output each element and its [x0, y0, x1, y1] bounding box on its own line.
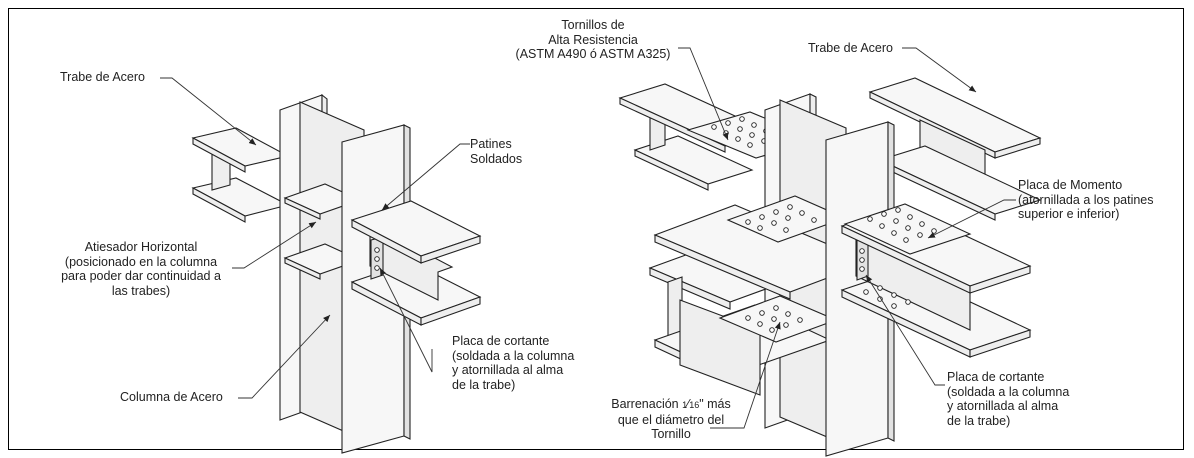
label-right-moment-line3: superior e inferior) — [1018, 207, 1120, 221]
label-right-shear: Placa de cortante (soldada a la columna … — [947, 370, 1069, 428]
label-left-stiffener: Atiesador Horizontal (posicionado en la … — [50, 240, 232, 298]
label-left-shear: Placa de cortante (soldada a la columna … — [452, 334, 574, 392]
label-left-shear-line2: (soldada a la columna — [452, 348, 575, 363]
label-left-flanges-line2: Soldados — [470, 151, 523, 166]
label-left-flanges: Patines Soldados — [470, 137, 522, 166]
label-left-shear-line4: de la trabe) — [452, 377, 516, 392]
left-assembly — [160, 77, 482, 454]
label-right-bolts-line1: Tornillos de — [561, 18, 625, 32]
drawing-frame — [8, 8, 1184, 450]
label-right-hole-line2: que el diámetro del — [617, 412, 725, 427]
label-right-hole-line3: Tornillo — [651, 427, 691, 441]
bolt-group-front-bottom — [863, 285, 911, 309]
leader-right-shear — [865, 274, 945, 386]
label-left-beam-text: Trabe de Acero — [60, 70, 146, 84]
label-left-beam: Trabe de Acero — [60, 70, 145, 85]
bolt-group-bottom — [745, 305, 803, 333]
label-left-shear-line1: Placa de cortante — [452, 334, 550, 348]
label-right-beam-text: Trabe de Acero — [808, 41, 894, 55]
label-right-beam: Trabe de Acero — [808, 41, 893, 56]
leader-right-bolts — [678, 47, 729, 141]
label-right-hole-line1: Barrenación 1⁄16" más — [611, 397, 731, 411]
leader-right-hole — [710, 321, 781, 429]
label-right-bolts-line2: Alta Resistencia — [548, 32, 638, 47]
label-left-column-text: Columna de Acero — [120, 390, 223, 404]
bolt-group-center — [745, 204, 817, 233]
leader-right-moment — [927, 199, 1016, 239]
leader-left-flanges — [381, 143, 470, 211]
leader-left-beam — [160, 77, 257, 146]
label-right-moment-line1: Placa de Momento — [1018, 178, 1123, 192]
label-right-shear-line2: (soldada a la columna — [947, 384, 1070, 399]
label-right-bolts: Tornillos de Alta Resistencia (ASTM A490… — [498, 18, 688, 62]
label-right-hole: Barrenación 1⁄16" más que el diámetro de… — [606, 397, 736, 442]
leader-left-shear — [379, 267, 433, 373]
label-left-stiffener-line1: Atiesador Horizontal — [84, 240, 198, 254]
label-left-flanges-line1: Patines — [470, 137, 512, 151]
label-left-stiffener-line2: (posicionado en la columna — [64, 254, 218, 269]
label-left-column: Columna de Acero — [120, 390, 223, 405]
label-left-stiffener-line4: las trabes) — [111, 283, 171, 298]
leader-left-column — [238, 314, 331, 399]
label-right-bolts-line3: (ASTM A490 ó ASTM A325) — [515, 47, 671, 61]
leader-right-beam — [902, 47, 977, 93]
label-right-shear-line3: y atornillada al alma — [947, 399, 1059, 413]
label-right-moment-line2: (atornillada a los patines — [1018, 192, 1154, 207]
right-assembly — [618, 47, 1042, 457]
leader-left-stiffener — [232, 221, 317, 269]
label-left-shear-line3: y atornillada al alma — [452, 363, 564, 377]
label-left-stiffener-line3: para poder dar continuidad a — [61, 269, 221, 283]
label-right-shear-line1: Placa de cortante — [947, 370, 1045, 384]
label-right-moment: Placa de Momento (atornillada a los pati… — [1018, 178, 1154, 222]
label-right-shear-line4: de la trabe) — [947, 413, 1011, 428]
